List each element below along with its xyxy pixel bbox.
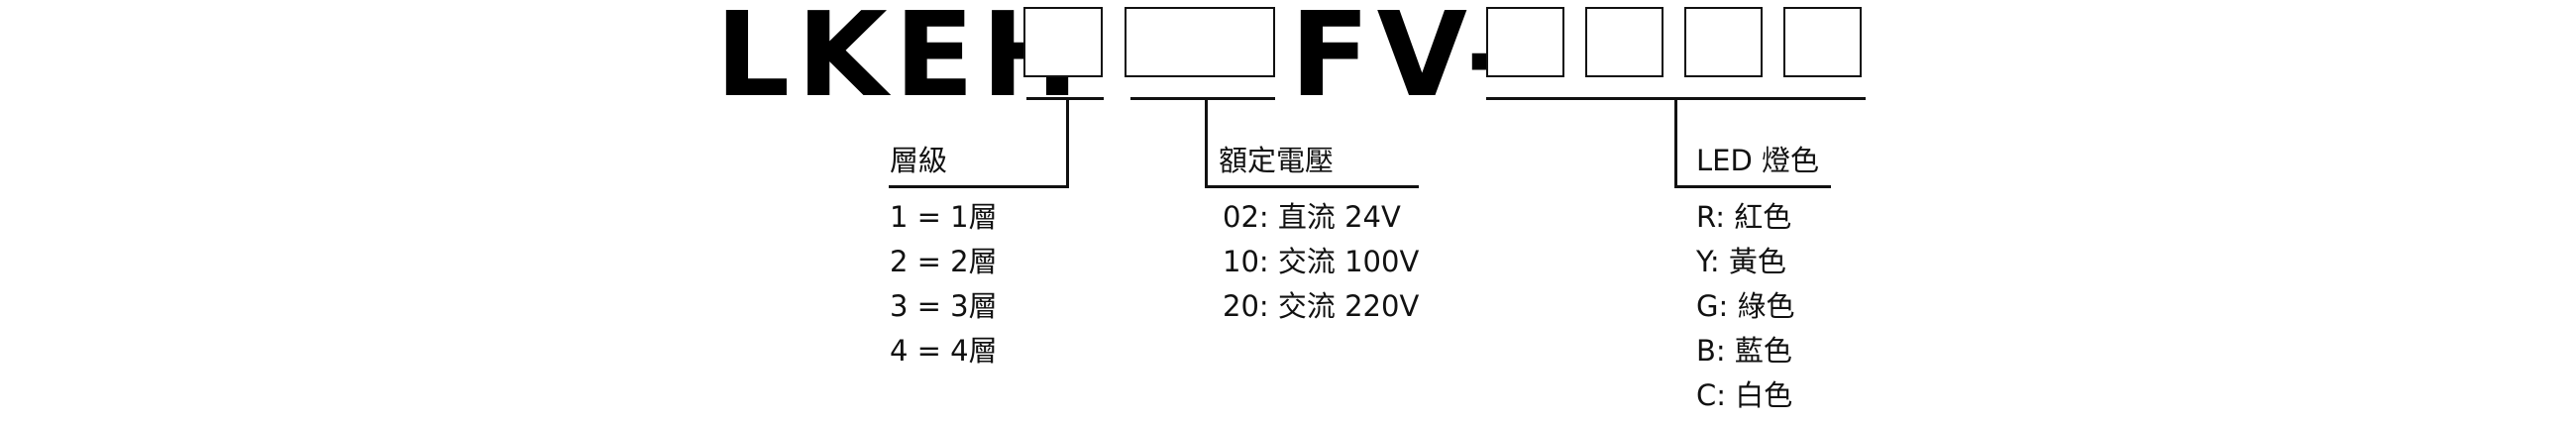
voltage-option: 02: 直流 24V [1223, 200, 1401, 234]
slot-led-3 [1684, 7, 1763, 77]
led-option: C: 白色 [1696, 378, 1793, 412]
led-underline [1674, 185, 1831, 188]
voltage-option: 10: 交流 100V [1223, 245, 1420, 278]
slot-led-4 [1783, 7, 1862, 77]
tier-underline [889, 185, 1069, 188]
led-option: Y: 黃色 [1696, 245, 1786, 278]
slot-voltage [1125, 7, 1275, 77]
tier-connector [1066, 97, 1069, 188]
led-option: G: 綠色 [1696, 289, 1795, 323]
voltage-underline [1205, 185, 1419, 188]
voltage-top-bar [1130, 97, 1275, 100]
led-option: B: 藍色 [1696, 334, 1792, 368]
led-label: LED 燈色 [1696, 144, 1820, 177]
slot-led-2 [1585, 7, 1664, 77]
tier-option: 2 = 2層 [890, 245, 998, 278]
tier-options: 1 = 1層 2 = 2層 3 = 3層 4 = 4層 [890, 201, 998, 379]
tier-top-bar [1026, 97, 1104, 100]
led-options: R: 紅色 Y: 黃色 G: 綠色 B: 藍色 C: 白色 [1696, 201, 1794, 424]
tier-label: 層級 [890, 144, 948, 177]
tier-option: 1 = 1層 [890, 200, 998, 234]
voltage-options: 02: 直流 24V 10: 交流 100V 20: 交流 220V [1223, 201, 1419, 335]
led-option: R: 紅色 [1696, 200, 1792, 234]
led-connector [1674, 97, 1677, 188]
model-mid: FV- [1290, 0, 1522, 123]
voltage-label: 額定電壓 [1219, 144, 1335, 177]
model-prefix: LKEH [715, 0, 1086, 123]
slot-led-1 [1486, 7, 1564, 77]
slot-tier [1023, 7, 1103, 77]
voltage-option: 20: 交流 220V [1223, 289, 1420, 323]
tier-option: 3 = 3層 [890, 289, 998, 323]
tier-option: 4 = 4層 [890, 334, 998, 368]
voltage-connector [1205, 97, 1208, 188]
